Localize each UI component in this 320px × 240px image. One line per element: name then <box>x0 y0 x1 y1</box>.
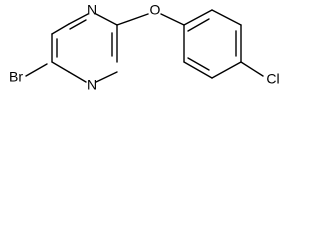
atom-label-br: Br <box>9 69 23 85</box>
bond-c4-n1-double <box>69 19 87 30</box>
pyrimidine-ring <box>51 13 118 83</box>
bond-c6-c1 <box>51 61 70 73</box>
bond-o-phenyl <box>160 13 185 26</box>
bond-n1-c2 <box>95 13 118 26</box>
bond-br-ring <box>25 63 48 77</box>
bond-c4-n1 <box>68 13 89 25</box>
atom-label-o: O <box>150 2 161 18</box>
bond-ph-1-6 <box>183 9 213 26</box>
structure-canvas: Br N N O Cl <box>0 0 302 98</box>
bond-ring-o <box>116 13 149 26</box>
bond-ph-4-3 <box>211 61 242 79</box>
bond-c4-c5 <box>51 23 70 35</box>
bond-ph-6-5 <box>211 9 242 26</box>
atom-label-n-top: N <box>87 2 97 18</box>
bond-ph-cl <box>240 61 264 77</box>
bond-ph-1-6-double <box>187 18 210 32</box>
chlorophenyl-ring <box>183 9 264 79</box>
atom-label-n-bottom: N <box>87 77 97 93</box>
bond-n3-c2 <box>95 71 118 83</box>
chemical-structure: Br N N O Cl <box>9 2 280 93</box>
bond-c1-n3 <box>68 71 87 83</box>
atom-label-cl: Cl <box>266 71 279 87</box>
bond-ph-3-2 <box>183 61 213 79</box>
substituent-bonds <box>25 13 185 77</box>
bond-ph-3-2-double <box>187 57 210 71</box>
